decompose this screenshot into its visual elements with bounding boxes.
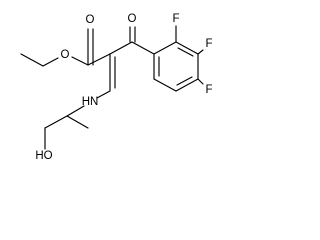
- bond-alpha-ketone: [109, 41, 133, 55]
- bond-ethyl-ch2-o: [42, 57, 59, 67]
- bond-ring-f3: [197, 49, 204, 55]
- ester-ether-oxygen-label: O: [61, 49, 70, 61]
- bond-nh-chiral: [66, 105, 85, 117]
- ring-inner-double-2: [176, 76, 193, 86]
- bond-ester-alpha: [87, 53, 111, 66]
- fluorine-4-label: F: [205, 84, 212, 96]
- amine-label: HN: [82, 96, 99, 108]
- bond-ring-f4: [197, 78, 204, 85]
- ketone-oxygen-label: O: [128, 13, 137, 25]
- ring-bond-5: [153, 78, 177, 92]
- fluorine-2-label: F: [172, 13, 179, 25]
- bond-o-ester-carbon: [71, 56, 89, 66]
- ester-carbonyl-oxygen-label: O: [86, 14, 95, 26]
- ring-inner-double-1: [177, 47, 194, 57]
- bond-chiral-methyl: [66, 115, 89, 129]
- bond-ketone-ring: [131, 41, 155, 55]
- fluorine-3-label: F: [205, 38, 212, 50]
- chemical-structure: O O O F F F HN HO: [20, 13, 213, 162]
- ring-bond-4: [175, 78, 199, 92]
- bond-methine-nh: [96, 90, 111, 99]
- ring-bond-2: [175, 41, 199, 55]
- ring-bond-1: [153, 41, 177, 55]
- bond-chiral-ch2: [44, 115, 68, 129]
- bond-ethyl-ch3-ch2: [20, 53, 44, 67]
- hydroxyl-label: HO: [35, 150, 52, 162]
